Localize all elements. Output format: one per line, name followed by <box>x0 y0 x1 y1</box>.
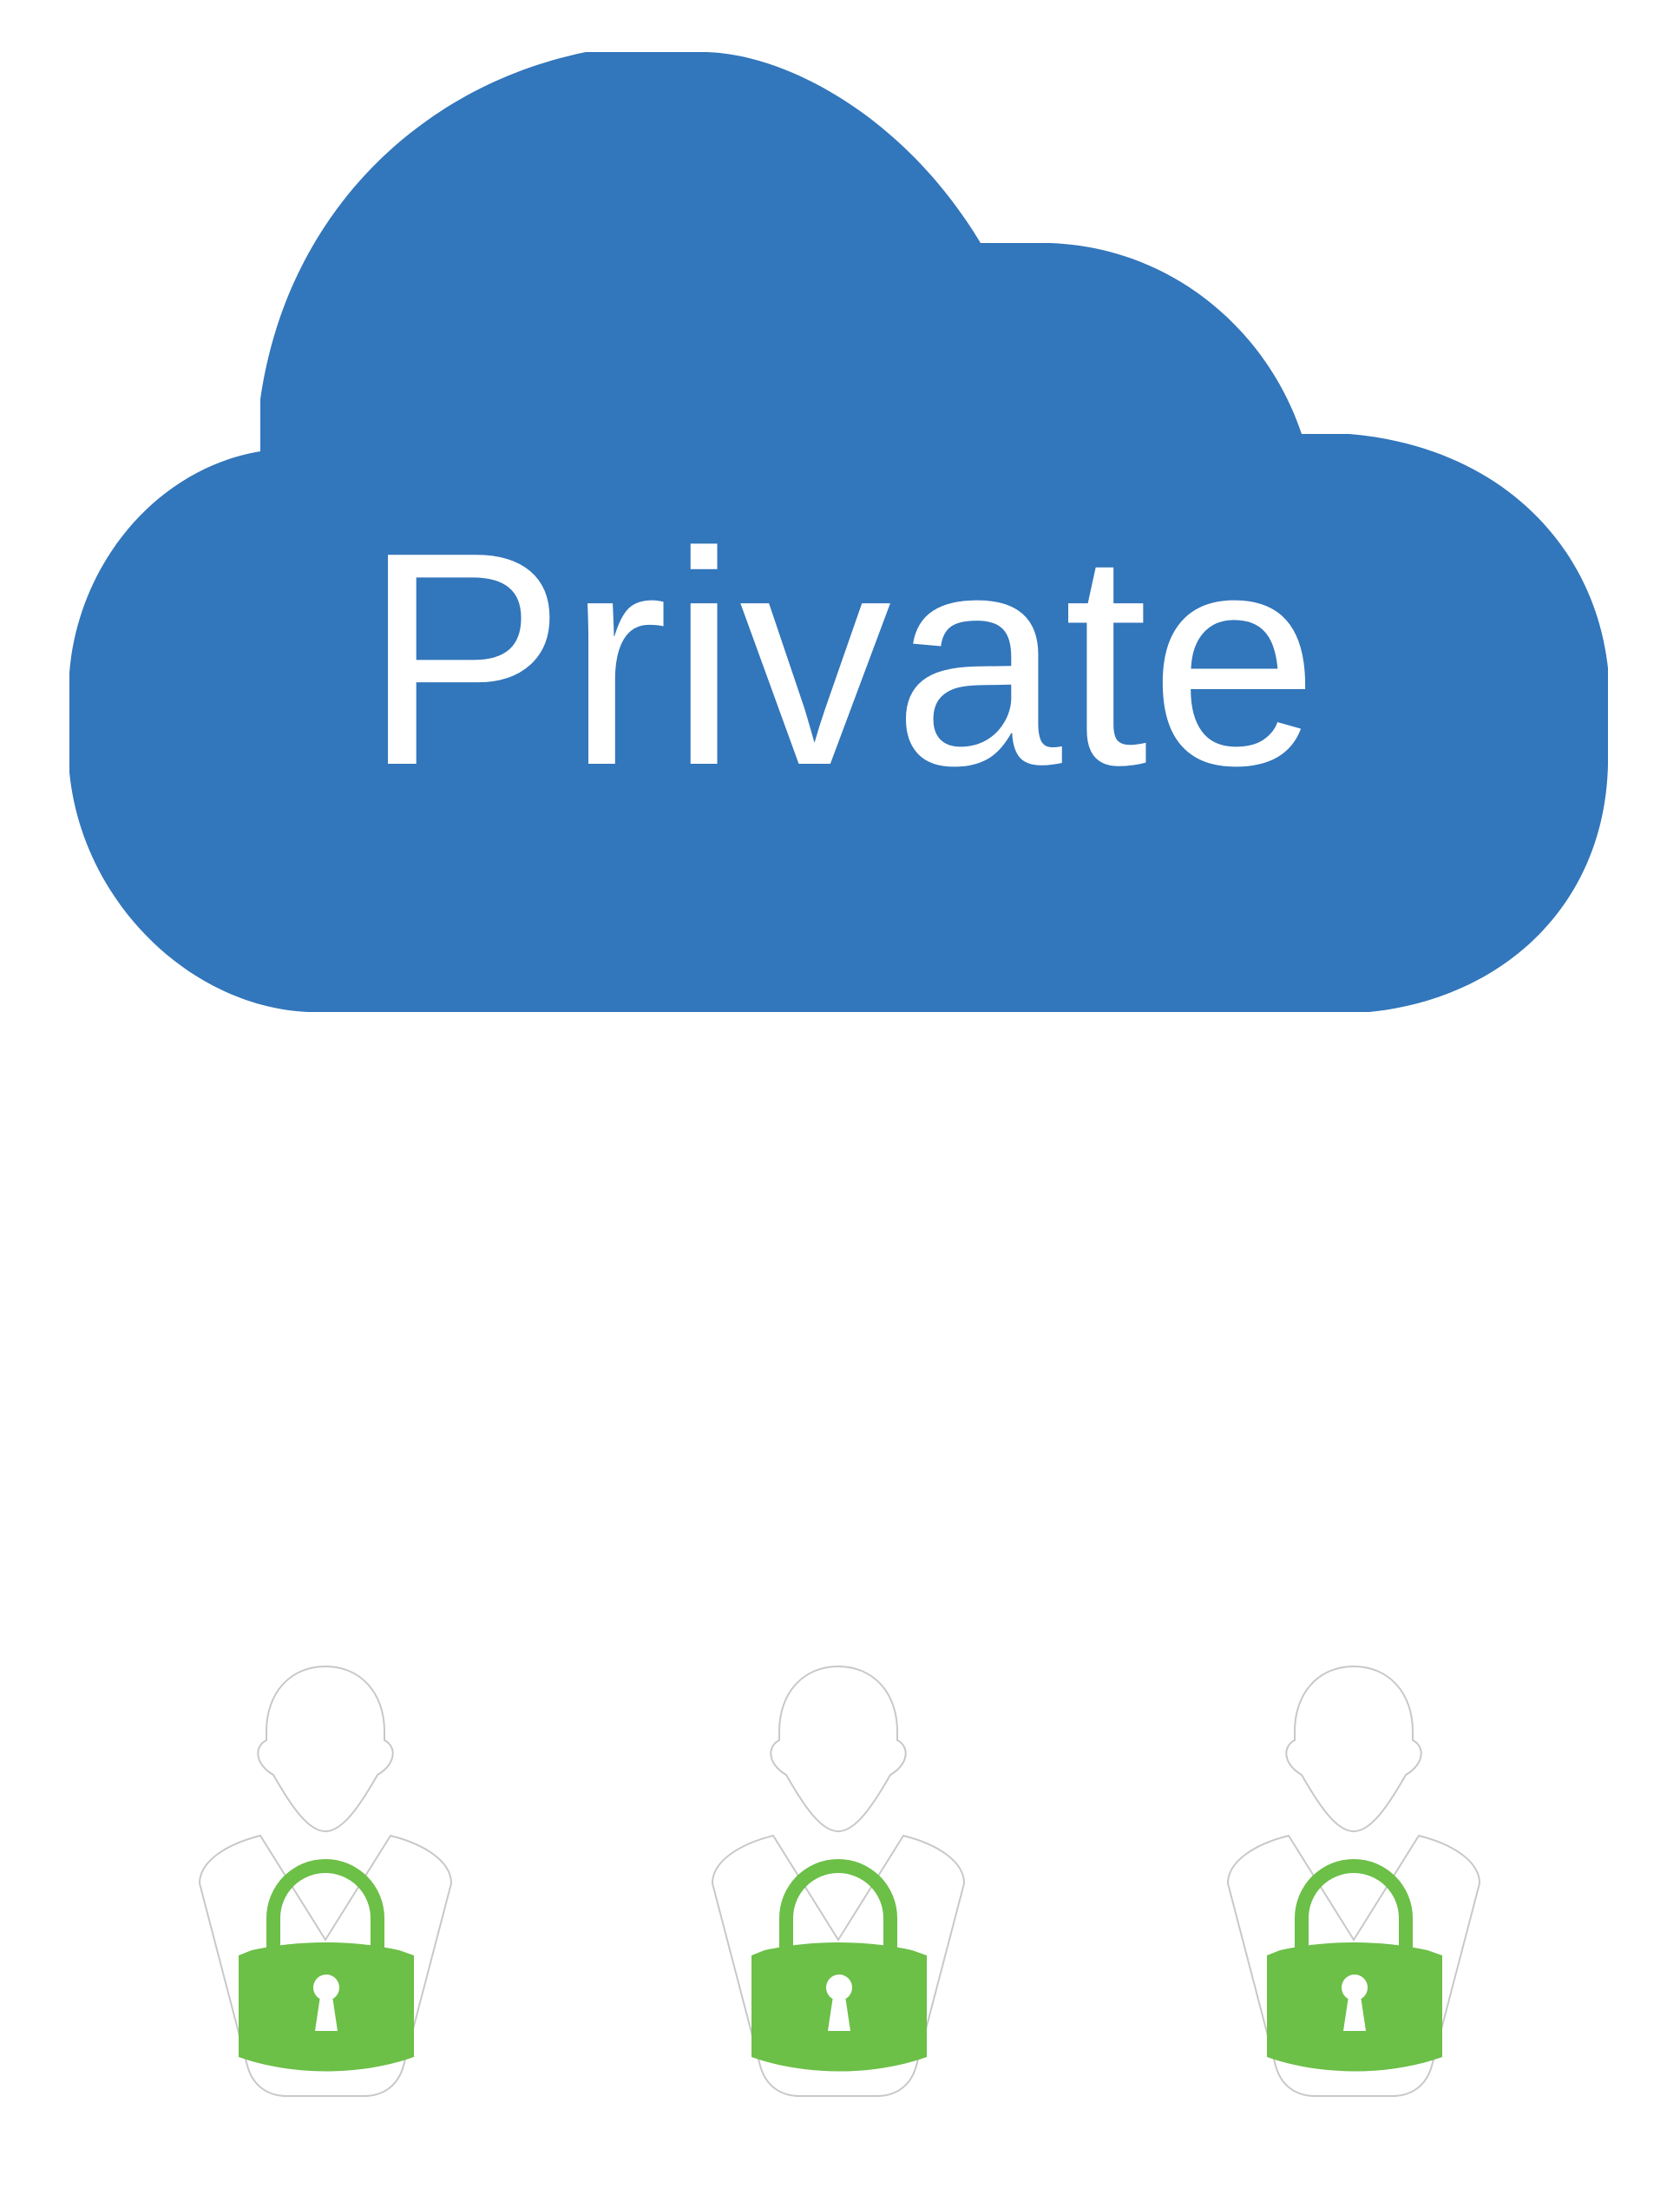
cloud-icon <box>69 52 1608 1012</box>
locked-user-3 <box>1215 1658 1493 2109</box>
locked-user-1 <box>187 1658 464 2109</box>
locked-user-2 <box>699 1658 977 2109</box>
padlock-icon <box>1267 1859 1442 2072</box>
cloud-label: Private <box>363 490 1321 829</box>
padlock-icon <box>239 1859 414 2072</box>
padlock-icon <box>751 1859 927 2072</box>
